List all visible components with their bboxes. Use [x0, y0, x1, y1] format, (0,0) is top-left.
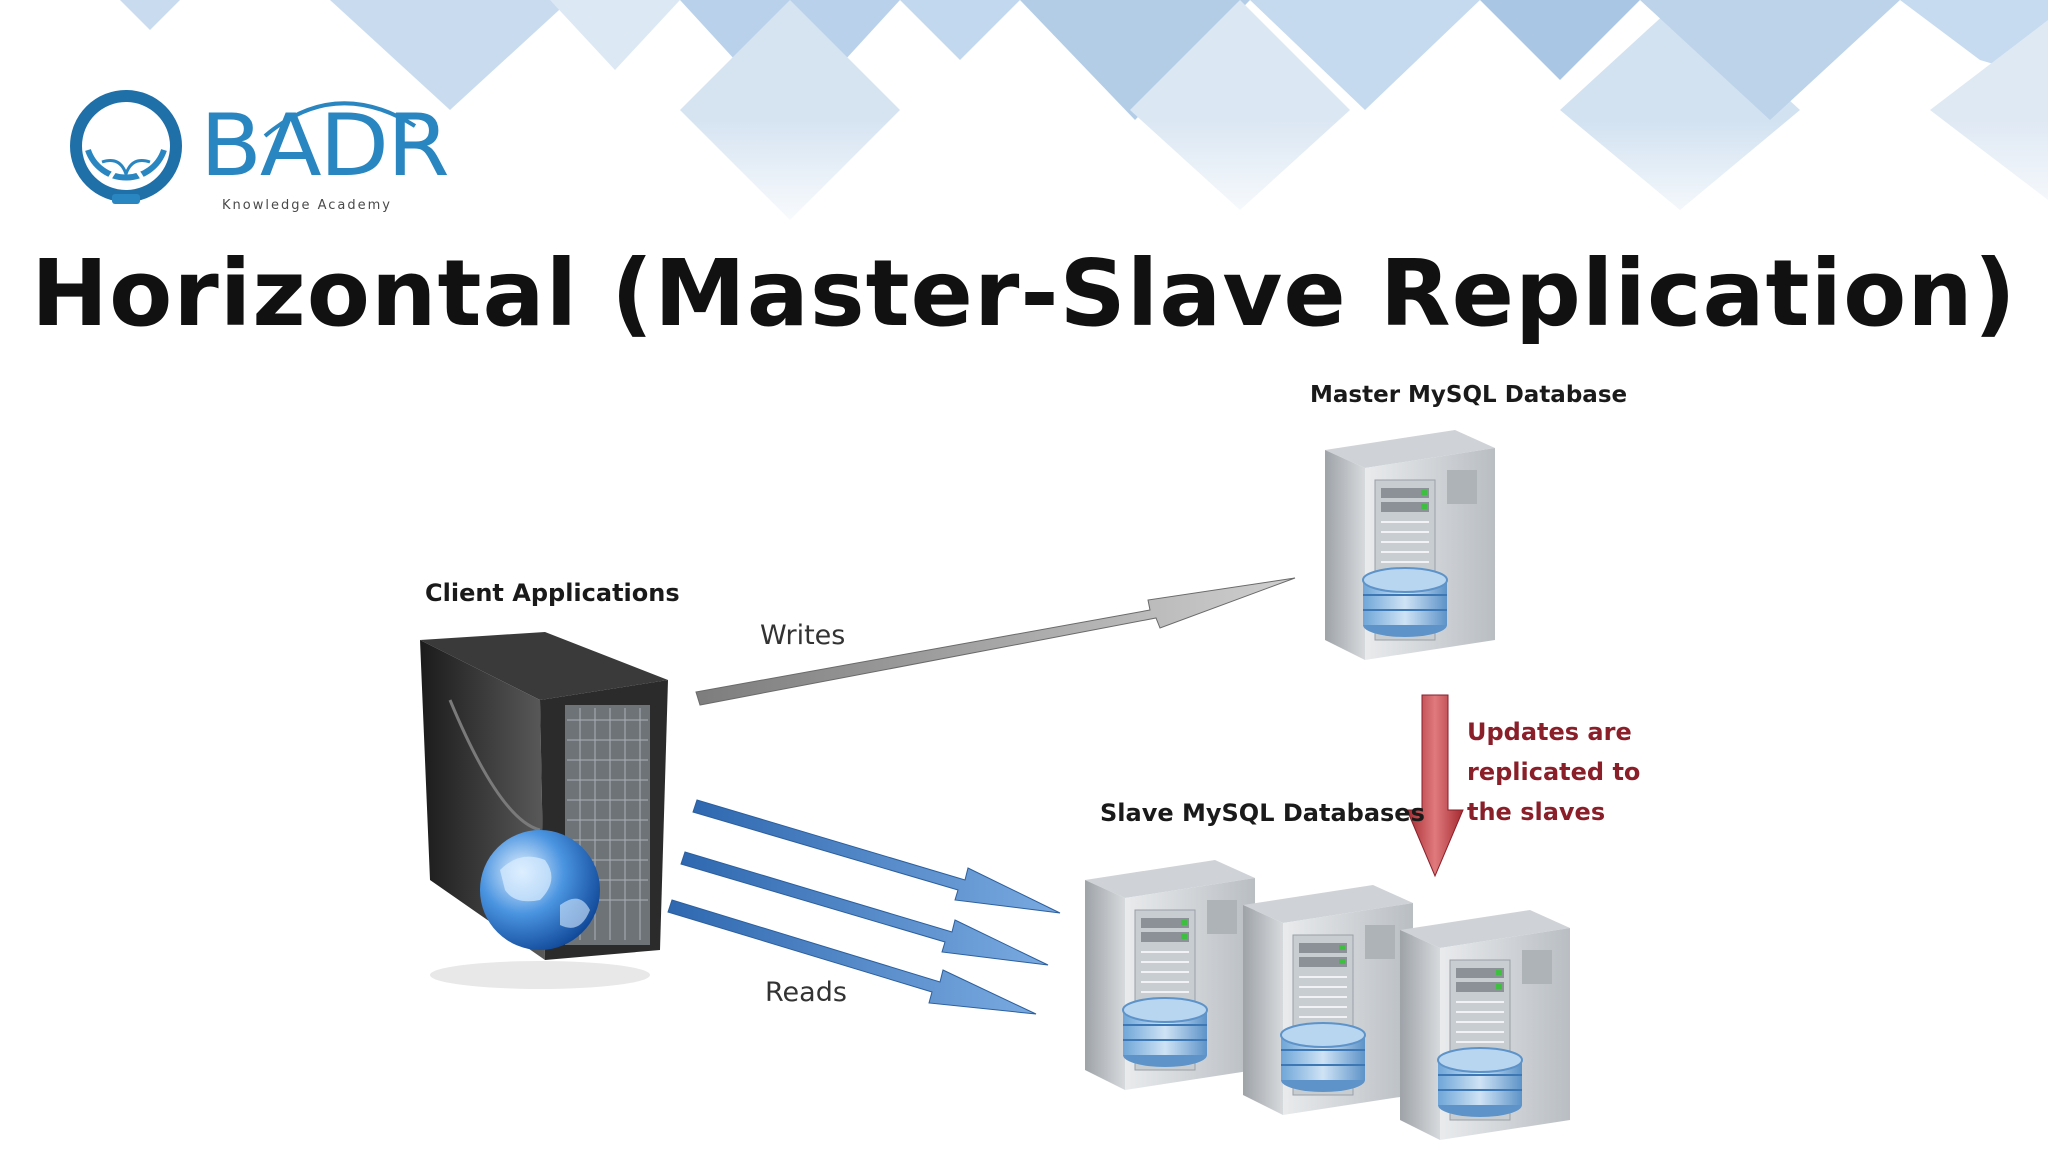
reads-arrow [680, 851, 1049, 966]
master-server-icon [1324, 429, 1496, 661]
slave-server-icon [1399, 909, 1571, 1141]
globe-icon [480, 830, 600, 950]
logo-tagline: Knowledge Academy [222, 198, 392, 213]
logo-swoosh [263, 101, 417, 138]
slave-server-icon [1242, 884, 1414, 1116]
reads-label: Reads [765, 977, 847, 1008]
logo-brand: BADR [200, 96, 450, 196]
replication-note: Updates are replicated to the slaves [1467, 718, 1641, 826]
client-applications-label: Client Applications [425, 579, 680, 607]
writes-arrow [695, 577, 1296, 706]
slide-title: Horizontal (Master-Slave Replication) [31, 240, 2017, 347]
reads-arrow [667, 899, 1037, 1015]
replication-arrow [1406, 694, 1464, 878]
slave-server-icon [1084, 859, 1256, 1091]
reads-arrow [692, 799, 1061, 914]
master-database-label: Master MySQL Database [1310, 382, 1628, 408]
writes-label: Writes [760, 620, 846, 651]
logo-emblem-icon [70, 90, 182, 204]
header-pattern [0, 0, 2048, 240]
slave-databases-label: Slave MySQL Databases [1100, 799, 1425, 827]
